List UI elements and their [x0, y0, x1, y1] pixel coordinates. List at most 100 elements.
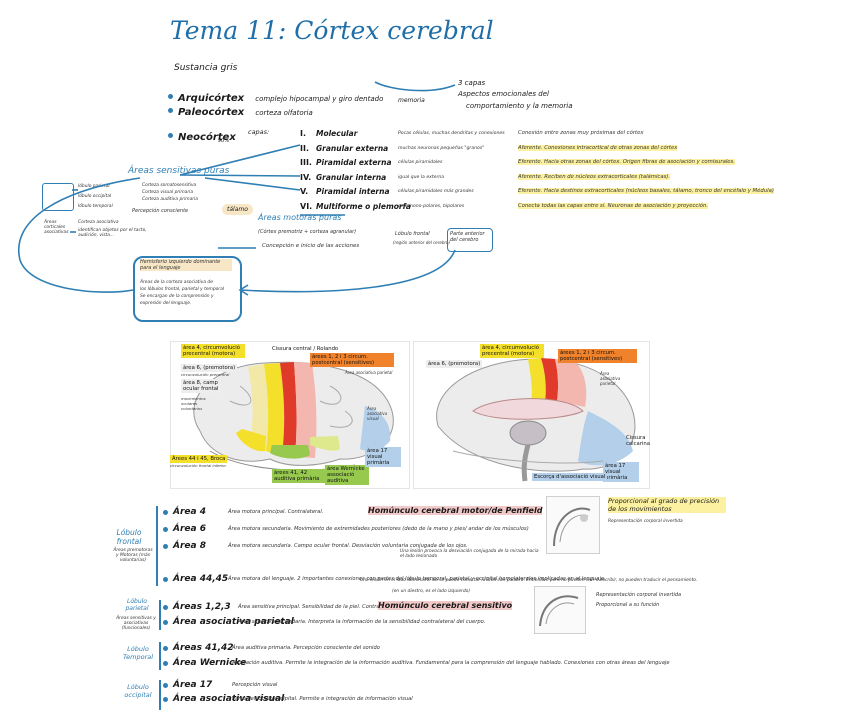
occipital-item-term: Área asociativa visual: [173, 694, 285, 704]
motoras-sub: (Córtex premotriz + corteza agranular): [258, 229, 357, 235]
frontal-item-desc: Área motora secundaria. Movimiento de ex…: [228, 526, 529, 532]
layer-desc: igual que la externa: [398, 174, 445, 180]
lat-a4: área 4, circumvolució precentral (motora…: [181, 344, 245, 358]
lat-a17: àrea 17 visual primària: [365, 447, 401, 467]
lobes-box: [42, 183, 74, 211]
asoc-right: Corteza asociativa: [78, 220, 119, 225]
temporal-item-desc: Asociación auditiva. Permite la integrac…: [232, 660, 670, 666]
paleo-desc: corteza olfatoria: [255, 109, 313, 117]
hemisferio-title: Hemisferio izquierdo dominante para el l…: [140, 259, 232, 271]
frontal-prop-2: Representación corporal invertida: [608, 519, 683, 524]
asoc-left: Áreas corticales asociativas: [44, 220, 69, 235]
frontal-item-term: Área 6: [173, 524, 206, 534]
layer-number: VI.: [300, 201, 313, 211]
parte-anterior: Parte anterior del cerebro: [450, 231, 485, 243]
bullet-icon: [163, 661, 168, 666]
layer-name: Granular externa: [316, 143, 389, 153]
layer-desc: Pocas células, muchas dendritas y conexi…: [398, 131, 505, 136]
frontal-item-term: Área 8: [173, 541, 206, 551]
lat-asoc: Área asociativa parietal: [345, 370, 393, 375]
frontal-item-desc: Área motora del lenguaje. 2 importantes …: [228, 576, 606, 582]
bullet-icon: [163, 544, 168, 549]
parietal-item-desc: Área sensitiva principal. Sensibilidad d…: [238, 604, 398, 610]
layer-number: I.: [300, 129, 307, 138]
lat-a8: àrea 8, camp ocular frontal: [181, 379, 221, 393]
bullet-icon: [163, 510, 168, 515]
arqui-row: Arquicórtex complejo hipocampal y giro d…: [168, 86, 383, 105]
bullet-icon: [163, 620, 168, 625]
layer-desc: células piramidales: [398, 160, 443, 165]
parte-box: [447, 228, 493, 252]
layer-function: Aferente. Reciben de núcleos extracortic…: [518, 173, 671, 180]
frontal-item-term: Área 4: [173, 507, 206, 517]
cortex-visual: Corteza visual primaria: [142, 190, 194, 195]
lat-rolando: Cissura central / Rolando: [272, 346, 339, 352]
neo-row: Neocórtex: [168, 125, 236, 144]
lat-a6: àrea 6, (premotora): [181, 364, 238, 372]
layer-function: Eferente. Hacia otras zonas del córtex. …: [518, 159, 736, 165]
frontal-item-term: Área 44,45: [173, 574, 229, 584]
frontal-item-desc: Área motora secundaria. Campo ocular fro…: [228, 543, 468, 549]
layer-name: Granular interna: [316, 172, 387, 182]
homunculus-sensory-drawing: [539, 595, 579, 627]
layer-function: Aferente. Conexiones intracortical de ot…: [518, 144, 678, 151]
talamo-label: tálamo: [222, 204, 253, 215]
occipital-lobe: Lóbulo occipital: [124, 683, 152, 699]
med-escorca: Escorça d'associació visual: [532, 473, 608, 481]
bullet-icon: [163, 577, 168, 582]
med-a123: àrees 1, 2 i 3 circum. postcentral (sens…: [558, 349, 637, 363]
bullet-icon: [168, 108, 173, 113]
arqui-capas: 3 capas: [458, 79, 486, 87]
hemisferio-line-4: expresión del lenguaje.: [140, 301, 192, 306]
lobe-occipital: lóbulo occipital: [78, 194, 112, 199]
temporal-item-term: Áreas 41,42: [173, 643, 234, 653]
arqui-desc: complejo hipocampal y giro dentado: [255, 95, 384, 103]
neo-term: Neocórtex: [178, 132, 236, 143]
arqui-comport: comportamiento y la memoria: [466, 102, 573, 110]
parietal-lobe-note: Áreas sensitivas y asociativas (funciona…: [116, 616, 156, 631]
brain-lateral-image: [193, 361, 394, 471]
sensitivas-title: Áreas sensitivas puras: [128, 166, 230, 176]
layer-name: Piramidal interna: [316, 187, 390, 196]
med-a4: àrea 4, circumvolució precentral (motora…: [480, 344, 544, 358]
med-calcarina: Cissura calcarina: [626, 435, 651, 447]
arqui-term: Arquicórtex: [178, 93, 245, 104]
hemisferio-line-1: Áreas de la corteza asociativa de: [140, 280, 213, 285]
bullet-icon: [168, 133, 173, 138]
layer-name: Multiforme o plemorfa: [316, 201, 411, 211]
lobe-temporal: lóbulo temporal: [78, 204, 113, 209]
bullet-icon: [163, 646, 168, 651]
asoc-desc: identifican objetos por el tacto, audici…: [78, 228, 147, 238]
occipital-item-desc: Percepción visual: [232, 682, 278, 688]
paleo-row: Paleocórtex corteza olfatoria: [168, 100, 313, 119]
page-title: Tema 11: Córtex cerebral: [170, 16, 494, 45]
bullet-icon: [163, 697, 168, 702]
frontal-lobe-note: Áreas premotoras y Motoras (más voluntar…: [113, 548, 153, 563]
parietal-item-term: Áreas 1,2,3: [173, 602, 231, 612]
parietal-lobe: Lóbulo parietal: [125, 598, 149, 612]
layer-desc: células piramidales más grandes: [398, 189, 474, 194]
frontal-item-strong: Homúnculo cerebral motor/de Penfield: [368, 506, 543, 515]
homunculus-motor-drawing: [553, 507, 591, 547]
sustancia-label: Sustancia gris: [174, 63, 238, 73]
cortex-auditiva: Corteza auditiva primaria: [142, 197, 198, 202]
neo-capas: capas:: [248, 128, 270, 136]
hemisferio-line-3: Se encargan de la comprensión y: [140, 294, 214, 299]
bullet-icon: [168, 94, 173, 99]
arqui-memoria: memoria: [398, 97, 425, 104]
layer-number: III.: [300, 158, 312, 167]
temporal-item-desc: Área auditiva primaria. Percepción consc…: [232, 645, 380, 651]
lat-broca-note: circunvolución frontal inferior: [170, 463, 227, 468]
frontal-note-2: Una lesión en el lado dominante no se pu…: [360, 578, 698, 583]
layer-name: Piramidal externa: [316, 158, 392, 167]
motoras-lobulo: Lóbulo frontal: [395, 231, 430, 237]
motoras-title: Áreas motoras puras: [258, 213, 342, 222]
bullet-icon: [163, 527, 168, 532]
frontal-note-3: (en un diestro, es el lado izquierdo): [392, 589, 471, 594]
bullet-icon: [163, 683, 168, 688]
neo-pct: 90%: [218, 138, 230, 144]
lat-asoc-visual: Área asociativa visual: [367, 406, 388, 421]
layer-desc: cels mono-polares, bipolares: [398, 203, 465, 209]
percepcion: Percepción consciente: [132, 208, 189, 214]
homunculus-sensory-image: [534, 586, 586, 634]
